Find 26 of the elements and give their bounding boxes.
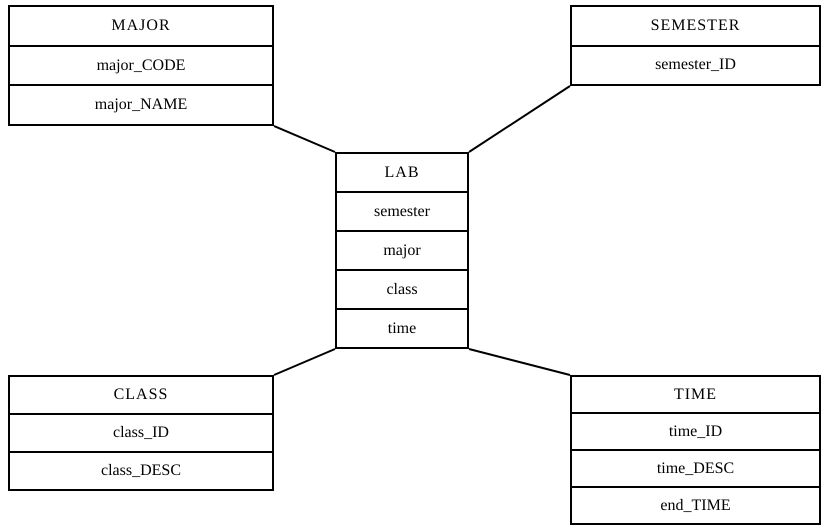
attribute-name: end_TIME [572, 486, 819, 523]
relationship-line [274, 348, 336, 376]
entity-table [8, 5, 274, 126]
attribute-name: class_DESC [10, 451, 272, 489]
attribute-name: time [337, 308, 467, 347]
relationship-line [274, 125, 336, 153]
entity-name: SEMESTER [650, 16, 742, 36]
attribute-name: major_CODE [10, 44, 272, 84]
attribute-name: semester [337, 191, 467, 230]
attribute-name: class [337, 269, 467, 308]
relationship-line [468, 348, 570, 376]
relationship-line [468, 85, 571, 153]
entity-table [570, 375, 821, 525]
entity-name: CLASS [112, 385, 170, 405]
attribute-name: time_DESC [572, 449, 819, 486]
entity-name: LAB [384, 162, 420, 182]
attribute-name: class_ID [10, 413, 272, 451]
entity-name: TIME [672, 384, 718, 404]
attribute-name: major_NAME [10, 84, 272, 124]
entity-table [335, 152, 469, 349]
attribute-name: major [337, 230, 467, 269]
entity-table [8, 375, 274, 491]
attribute-name: time_ID [572, 412, 819, 449]
attribute-name: semester_ID [572, 44, 819, 84]
entity-name: MAJOR [110, 16, 172, 36]
entity-table [570, 5, 821, 86]
